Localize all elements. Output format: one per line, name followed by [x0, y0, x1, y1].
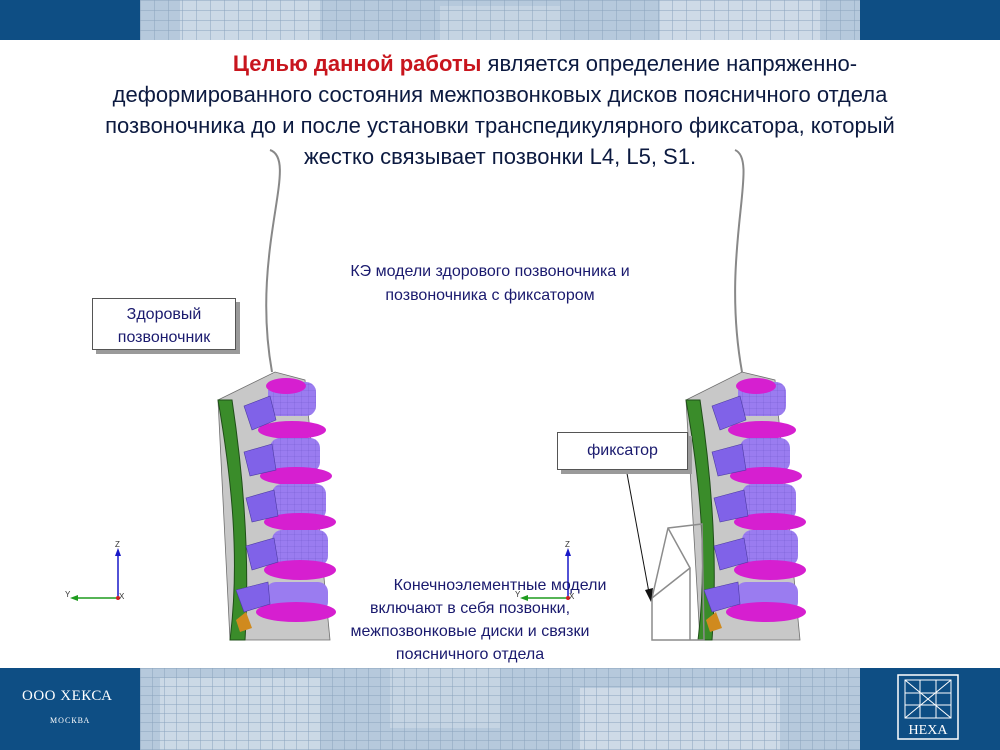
fixator-label: фиксатор [587, 442, 658, 459]
fixed-spine-model [625, 149, 806, 641]
healthy-label-line1: Здоровый [126, 306, 202, 323]
fe-caption-line3: межпозвонковые диски и связки [350, 623, 590, 640]
fe-caption-line1: Конечноэлементные модели [393, 577, 607, 594]
bottom-banner [0, 668, 1000, 750]
company-name: ООО ХЕКСА [22, 688, 113, 704]
fe-caption-line2: включают в себя позвонки, [369, 600, 571, 617]
top-banner [0, 0, 1000, 40]
mesh-pattern [140, 0, 860, 40]
healthy-label-line2: позвоночник [117, 329, 211, 346]
fe-caption-line4: поясничного отдела [395, 646, 545, 663]
title-line3: позвоночника до и после установки трансп… [105, 113, 895, 138]
anterior-ligament [217, 399, 248, 641]
rib-wire [265, 149, 281, 373]
fixator-label-box: фиксатор [557, 432, 688, 470]
models-caption-line2: позвоночника с фиксатором [385, 287, 595, 304]
top-mesh-image [140, 0, 860, 40]
logo-text: HEXA [909, 723, 949, 738]
fixator-frame [651, 523, 705, 641]
slide-title: Целью данной работы является определение… [40, 48, 960, 172]
healthy-spine-model [217, 149, 336, 641]
vertebra-stack [726, 378, 806, 622]
title-line4: жестко связывает позвонки L4, L5, S1. [303, 144, 697, 169]
title-highlight: Целью данной работы [232, 51, 482, 76]
hexa-logo: HEXA [897, 674, 959, 740]
fixator-arrowhead [645, 588, 653, 602]
fixator-pointer-line [625, 467, 651, 599]
company-city: МОСКВА [50, 716, 91, 725]
models-caption: КЭ модели здорового позвоночника и позво… [290, 260, 690, 308]
axes-triad-left [70, 548, 121, 601]
title-line2: деформированного состояния межпозвонковы… [112, 82, 888, 107]
axes-triad-right [520, 548, 571, 601]
bottom-mesh-image [140, 668, 860, 750]
title-line1: является определение напряженно- [481, 51, 858, 76]
anterior-ligament [685, 399, 715, 641]
posterior-processes [235, 395, 279, 613]
posterior-processes [703, 395, 749, 613]
fe-models-caption: Конечноэлементные модели включают в себя… [310, 574, 630, 666]
rib-wire [734, 149, 745, 373]
models-caption-line1: КЭ модели здорового позвоночника и [350, 263, 630, 280]
vertebra-stack [256, 378, 336, 622]
healthy-spine-label-box: Здоровый позвоночник [92, 298, 236, 350]
mesh-pattern [140, 668, 860, 750]
